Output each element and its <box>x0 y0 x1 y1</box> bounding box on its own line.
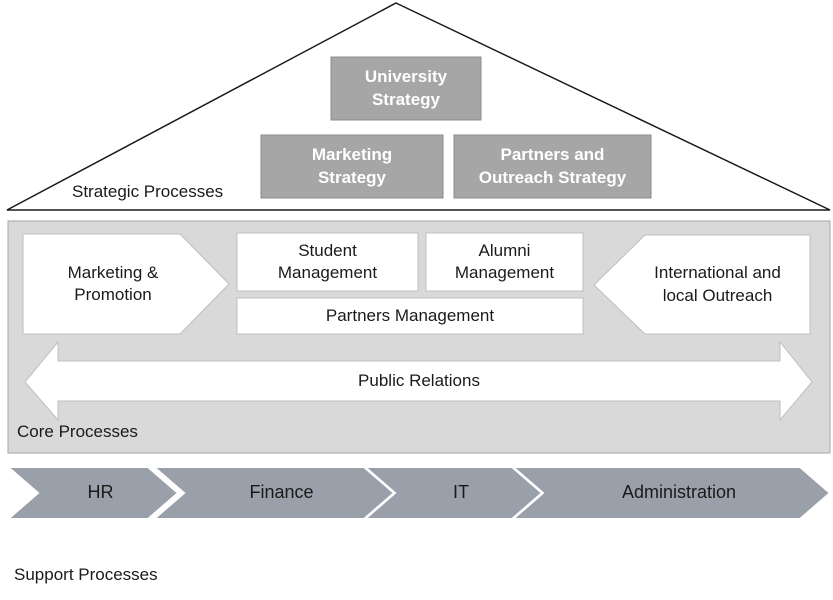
label-line: Strategy <box>317 167 386 187</box>
marketing-strategy-box[interactable] <box>260 134 444 199</box>
marketing-promotion-label: Marketing & Promotion <box>23 234 203 334</box>
label-line: local Outreach <box>662 285 773 305</box>
label-line: Promotion <box>74 285 152 304</box>
strategic-processes-label: Strategic Processes <box>72 182 224 201</box>
student-management-box[interactable] <box>236 232 419 292</box>
support-step-hr[interactable] <box>5 466 180 520</box>
label-line: Marketing <box>311 145 393 165</box>
label-line: Management <box>277 263 378 282</box>
label-line: International and <box>654 263 781 283</box>
university-strategy-box[interactable] <box>330 56 482 121</box>
label-line: Alumni <box>478 240 531 260</box>
public-relations-arrow[interactable] <box>24 340 813 422</box>
support-step-administration[interactable] <box>510 466 832 520</box>
label-line: Marketing & <box>67 262 159 282</box>
partners-management-label: Partners Management <box>325 305 495 325</box>
support-processes-label: Support Processes <box>14 565 158 584</box>
label-line: Outreach Strategy <box>478 167 627 187</box>
partners-management-box[interactable] <box>236 297 584 335</box>
partners-outreach-strategy-box[interactable] <box>453 134 652 199</box>
support-administration-label: Administration <box>621 482 737 503</box>
outreach-shape[interactable] <box>593 234 811 335</box>
marketing-promotion-shape[interactable] <box>22 233 230 335</box>
core-processes-label: Core Processes <box>17 422 138 441</box>
label-line: Management <box>454 263 555 282</box>
label-line: Strategy <box>371 89 440 109</box>
label-line: University <box>364 67 448 87</box>
support-finance-label: Finance <box>249 482 314 503</box>
support-hr-label: HR <box>87 482 114 503</box>
support-it-label: IT <box>453 482 469 503</box>
alumni-management-box[interactable] <box>425 232 584 292</box>
public-relations-label: Public Relations <box>358 370 480 390</box>
label-line: Student <box>298 240 357 260</box>
label-line: Partners and <box>500 145 605 165</box>
